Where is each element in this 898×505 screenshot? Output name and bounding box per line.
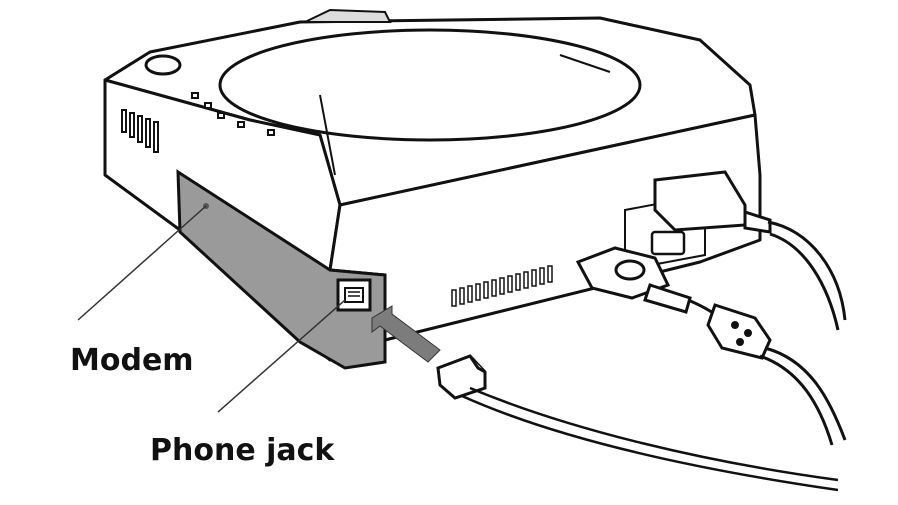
phone-jack-label: Phone jack bbox=[150, 433, 335, 468]
front-dots bbox=[191, 92, 275, 136]
phone-cord bbox=[461, 386, 839, 492]
front-vents bbox=[121, 109, 159, 153]
av-port bbox=[650, 230, 686, 256]
phone-jack bbox=[336, 278, 372, 312]
power-plug bbox=[653, 170, 772, 234]
modem-label: Modem bbox=[70, 343, 194, 378]
side-vents bbox=[451, 265, 553, 307]
av-cable-b bbox=[759, 346, 847, 446]
lid-hinge bbox=[304, 8, 392, 23]
disc-lid bbox=[218, 28, 642, 142]
power-cable bbox=[767, 220, 847, 331]
modem-panel bbox=[176, 169, 387, 370]
insert-arrow bbox=[371, 305, 441, 363]
phone-plug bbox=[436, 354, 487, 400]
lid-split bbox=[319, 54, 611, 176]
modem-leader-line bbox=[77, 205, 207, 321]
power-button bbox=[144, 54, 182, 76]
ferrite-core bbox=[706, 303, 772, 360]
av-plug bbox=[575, 246, 692, 314]
phone-jack-leader-line bbox=[217, 299, 346, 413]
